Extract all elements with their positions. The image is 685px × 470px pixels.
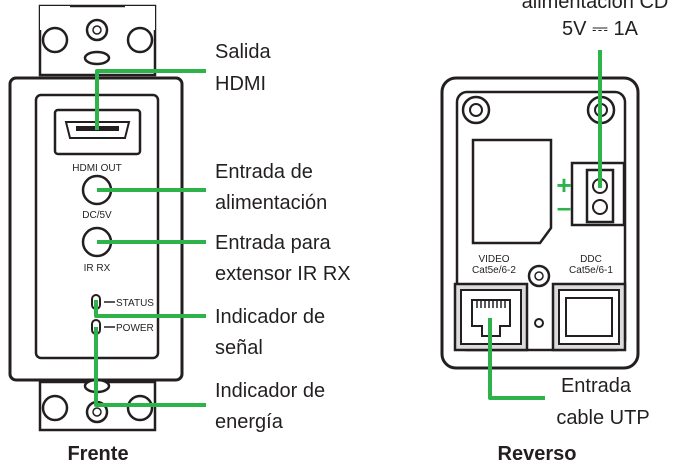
power-label: POWER — [116, 323, 154, 334]
hdmi-out-label: HDMI OUT — [72, 163, 121, 174]
callout-dc-line2: 5V ⎓ 1A — [562, 18, 639, 40]
polarity-plus: + — [556, 170, 571, 200]
signal-leader-line — [94, 300, 206, 318]
front-callouts: Salida HDMI Entrada de alimentación Entr… — [215, 41, 351, 433]
callout-utp-line2: cable UTP — [556, 407, 649, 429]
callout-signal-line2: señal — [215, 337, 263, 359]
rear-label-sticker — [471, 138, 553, 245]
rear-caption: Reverso — [498, 443, 577, 465]
status-label: STATUS — [116, 298, 154, 309]
callout-power-in-line2: alimentación — [215, 192, 327, 214]
utp-leader-line — [488, 318, 545, 400]
callout-energy-line2: energía — [215, 411, 284, 433]
front-screw-hole-br — [126, 394, 154, 422]
front-screw-hole-tl — [41, 26, 69, 54]
callout-hdmi-line1: Salida — [215, 41, 271, 63]
rear-panel: + – VIDEO Cat5e/6-2 DDC Cat5e/6-1 — [440, 76, 640, 370]
rear-callouts: alimentación CD 5V ⎓ 1A Entrada cable UT… — [522, 0, 669, 429]
rear-leaders — [488, 50, 602, 400]
video-port-sub: Cat5e/6-2 — [472, 265, 516, 276]
front-caption: Frente — [67, 443, 128, 465]
callout-dc-line1: alimentación CD — [522, 0, 669, 13]
polarity-minus: – — [557, 192, 571, 222]
ddc-port-title: DDC — [580, 254, 602, 265]
callout-power-in-line1: Entrada de — [215, 161, 313, 183]
front-screw-hole-tr — [126, 26, 154, 54]
ir-label: IR RX — [84, 263, 111, 274]
video-port-title: VIDEO — [478, 254, 509, 265]
callout-signal-line1: Indicador de — [215, 306, 325, 328]
callout-ir-line1: Entrada para — [215, 232, 332, 254]
front-leaders — [94, 69, 206, 407]
energy-leader-line — [94, 327, 206, 407]
callout-ir-line2: extensor IR RX — [215, 263, 351, 285]
front-top-slot — [83, 50, 111, 66]
dc-label: DC/5V — [82, 210, 112, 221]
callout-utp-line1: Entrada — [561, 375, 632, 397]
ddc-port-sub: Cat5e/6-1 — [569, 265, 613, 276]
callout-hdmi-line2: HDMI — [215, 73, 266, 95]
front-screw-hole-bl — [41, 394, 69, 422]
callout-energy-line1: Indicador de — [215, 380, 325, 402]
hdmi-leader-line — [95, 69, 206, 130]
